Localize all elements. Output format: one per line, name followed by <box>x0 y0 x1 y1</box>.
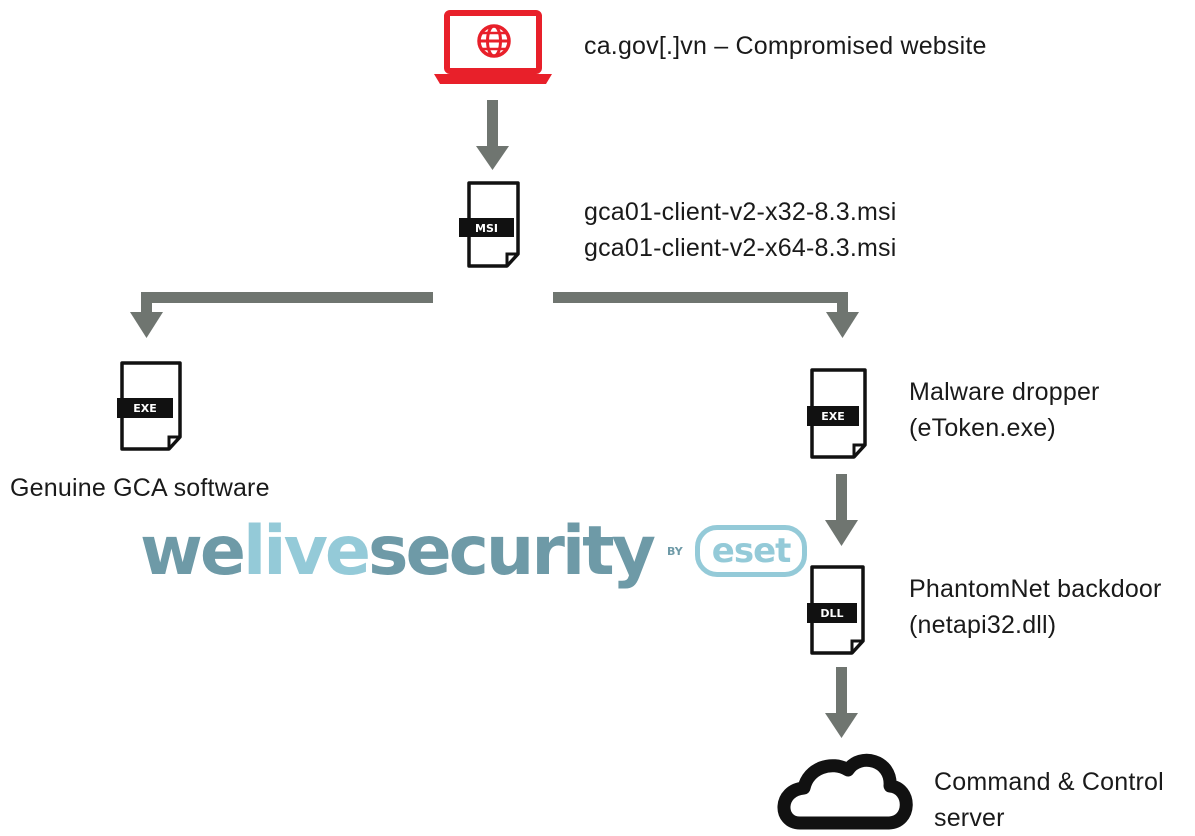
c2-label-line-2: server <box>934 804 1005 832</box>
msi-file-icon: MSI <box>459 181 520 268</box>
dropper-exe-tag: EXE <box>821 410 845 423</box>
dropper-exe-file-icon: EXE <box>807 368 867 459</box>
msi-label-line-1: gca01-client-v2-x32-8.3.msi <box>584 198 897 226</box>
arrow-msi-to-genuine <box>130 292 433 338</box>
backdoor-dll-tag: DLL <box>820 607 843 620</box>
website-label: ca.gov[.]vn – Compromised website <box>584 32 987 60</box>
arrow-dropper-to-backdoor <box>825 474 858 546</box>
arrow-msi-to-dropper <box>553 292 859 338</box>
cloud-icon <box>777 753 913 830</box>
backdoor-label-line-1: PhantomNet backdoor <box>909 575 1162 603</box>
watermark-security: security <box>368 511 656 591</box>
dropper-label-line-1: Malware dropper <box>909 378 1100 406</box>
watermark-live: live <box>242 511 371 591</box>
eset-logo: eset <box>694 525 808 577</box>
genuine-exe-file-icon: EXE <box>117 361 182 451</box>
backdoor-label: PhantomNet backdoor (netapi32.dll) <box>909 571 1162 643</box>
dropper-label: Malware dropper (eToken.exe) <box>909 374 1100 446</box>
arrow-website-to-msi <box>476 100 509 170</box>
msi-file-tag: MSI <box>475 222 498 235</box>
backdoor-label-line-2: (netapi32.dll) <box>909 611 1057 639</box>
backdoor-dll-file-icon: DLL <box>807 565 865 655</box>
arrow-backdoor-to-c2 <box>825 667 858 738</box>
watermark-we: we <box>140 511 246 591</box>
watermark-by: BY <box>667 544 683 558</box>
c2-label-line-1: Command & Control <box>934 768 1164 796</box>
msi-label: gca01-client-v2-x32-8.3.msi gca01-client… <box>584 194 896 266</box>
msi-label-line-2: gca01-client-v2-x64-8.3.msi <box>584 234 897 262</box>
laptop-globe-icon <box>434 10 552 84</box>
genuine-exe-tag: EXE <box>133 402 157 415</box>
genuine-label: Genuine GCA software <box>10 474 270 502</box>
dropper-label-line-2: (eToken.exe) <box>909 414 1056 442</box>
c2-label: Command & Control server <box>934 764 1164 836</box>
